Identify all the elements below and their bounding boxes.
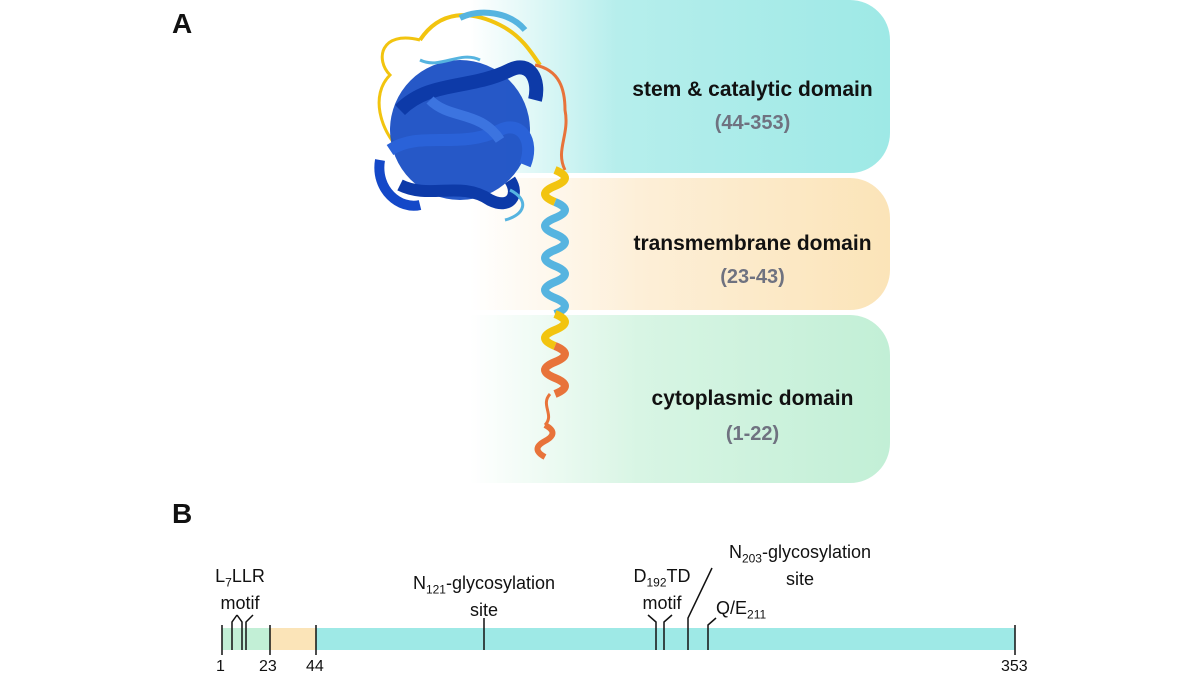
transmembrane-domain-range: (23-43) — [720, 266, 785, 288]
llr-marker-left — [231, 614, 238, 650]
track-transmembrane-segment — [270, 628, 316, 650]
transmembrane-domain-box: transmembrane domain (23-43) — [470, 178, 890, 310]
dtd-marker-right — [663, 614, 673, 650]
domain-track — [221, 567, 1016, 655]
panel-a-label: A — [172, 8, 193, 39]
helical-stalk — [534, 166, 569, 460]
cytoplasmic-domain-title: cytoplasmic domain — [651, 387, 854, 410]
position-label-1: 1 — [216, 658, 225, 675]
qe211-marker — [707, 617, 717, 650]
position-label-44: 44 — [306, 658, 324, 675]
stem-domain-range: (44-353) — [714, 112, 791, 134]
linker-chain — [534, 63, 568, 171]
dtd-marker-left — [647, 614, 657, 650]
n203-marker — [687, 567, 713, 650]
qe211-annotation: Q/E211 — [716, 598, 767, 622]
position-label-353: 353 — [1001, 658, 1028, 675]
position-label-23: 23 — [259, 658, 277, 675]
llr-motif-annotation: L7LLR motif — [215, 566, 265, 613]
track-stem-segment — [316, 628, 1015, 650]
cytoplasmic-domain-range: (1-22) — [725, 423, 780, 445]
panel-b-label: B — [172, 498, 193, 529]
llr-marker-right — [245, 614, 254, 650]
transmembrane-domain-title: transmembrane domain — [633, 232, 872, 255]
n203-glycosylation-annotation: N203-glycosylation site — [728, 542, 872, 589]
catalytic-globule — [374, 9, 544, 222]
llr-marker-mid — [236, 614, 243, 650]
protein-structure-illustration — [374, 9, 569, 460]
n121-glycosylation-annotation: N121-glycosylation site — [412, 573, 556, 620]
stem-domain-title: stem & catalytic domain — [632, 78, 873, 101]
dtd-motif-annotation: D192TD motif — [633, 566, 691, 613]
